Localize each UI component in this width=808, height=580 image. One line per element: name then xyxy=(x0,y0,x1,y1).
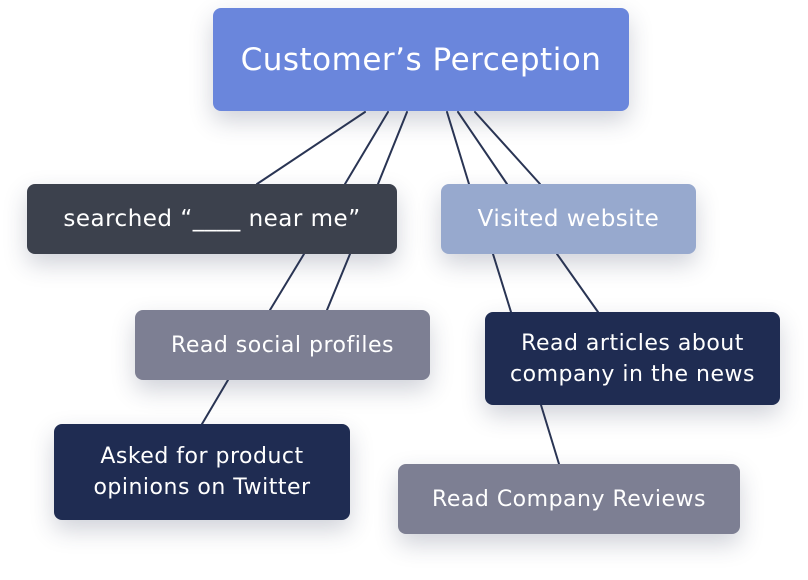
node-articles-label: Read articles about company in the news xyxy=(510,330,755,387)
connector-root-searched-2 xyxy=(344,111,389,185)
node-searched-near-me: searched “____ near me” xyxy=(27,184,397,254)
connector-root-searched-1 xyxy=(256,111,366,185)
root-node-customers-perception: Customer’s Perception xyxy=(213,8,629,111)
node-read-company-reviews: Read Company Reviews xyxy=(398,464,740,534)
connector-social-twitter xyxy=(201,379,229,425)
node-twitter-label: Asked for product opinions on Twitter xyxy=(93,444,311,500)
connector-visited-articles-2 xyxy=(556,253,599,313)
connector-root-searched-3 xyxy=(377,111,408,185)
root-node-label: Customer’s Perception xyxy=(240,41,602,78)
connector-root-visited-2 xyxy=(457,111,508,185)
connector-articles-reviews xyxy=(540,404,560,465)
connector-searched-social-1 xyxy=(269,253,305,311)
node-reviews-label: Read Company Reviews xyxy=(432,486,706,512)
node-read-social-profiles: Read social profiles xyxy=(135,310,430,380)
node-social-label: Read social profiles xyxy=(171,332,394,358)
node-visited-label: Visited website xyxy=(477,206,660,232)
node-asked-on-twitter: Asked for product opinions on Twitter xyxy=(54,424,350,520)
connector-root-visited-1 xyxy=(446,111,470,185)
connector-searched-social-2 xyxy=(326,253,351,311)
node-read-articles: Read articles about company in the news xyxy=(485,312,780,405)
connector-visited-articles-1 xyxy=(492,253,512,313)
node-searched-label: searched “____ near me” xyxy=(63,206,361,232)
node-visited-website: Visited website xyxy=(441,184,696,254)
connector-root-visited-3 xyxy=(474,111,541,185)
